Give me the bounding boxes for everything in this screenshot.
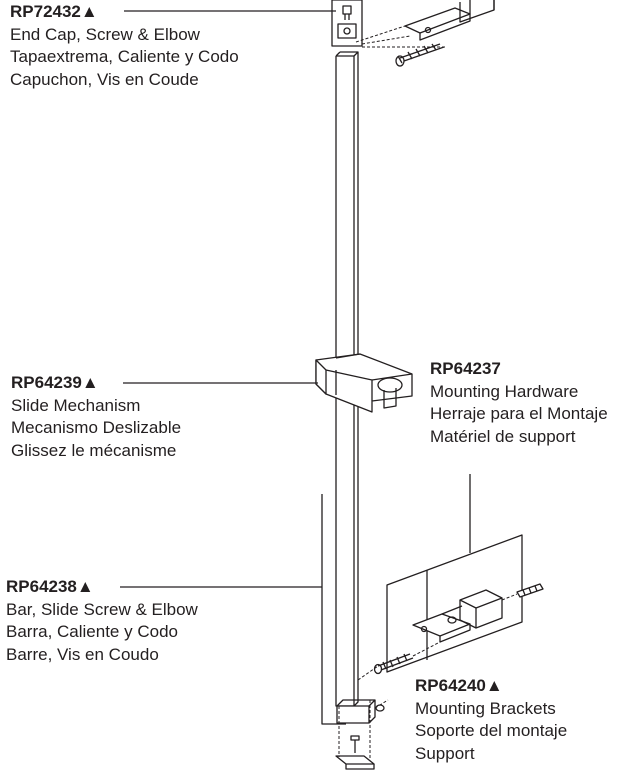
- lower-screw: [357, 641, 441, 681]
- top-end-cap-assembly: [331, 0, 363, 47]
- callout-hardware: RP64237 Mounting Hardware Herraje para e…: [430, 358, 608, 448]
- desc-slide-en: Slide Mechanism: [11, 395, 141, 415]
- part-number-bar: RP64238▲: [6, 577, 94, 596]
- desc-hardware-es: Herraje para el Montaje: [430, 404, 608, 423]
- part-number-end-cap: RP72432▲: [10, 2, 98, 21]
- callout-brackets: RP64240▲ Mounting Brackets Soporte del m…: [415, 675, 567, 765]
- slide-mechanism: [315, 353, 413, 413]
- desc-end-cap-es: Tapaextrema, Caliente y Codo: [10, 47, 239, 66]
- desc-bar-fr: Barre, Vis en Coudo: [6, 644, 159, 664]
- part-number-hardware: RP64237: [430, 359, 501, 378]
- desc-hardware-fr: Matériel de support: [430, 426, 576, 446]
- mounting-hardware-panel: [386, 534, 523, 673]
- top-mounting-bracket: [404, 0, 495, 41]
- callout-end-cap: RP72432▲ End Cap, Screw & Elbow Tapaextr…: [10, 1, 239, 91]
- desc-hardware-en: Mounting Hardware: [430, 381, 579, 401]
- part-number-brackets: RP64240▲: [415, 676, 503, 695]
- desc-brackets-fr: Support: [415, 743, 475, 763]
- desc-end-cap-fr: Capuchon, Vis en Coude: [10, 69, 199, 89]
- callout-bar: RP64238▲ Bar, Slide Screw & Elbow Barra,…: [6, 576, 198, 666]
- desc-bar-es: Barra, Caliente y Codo: [6, 622, 178, 641]
- desc-bar-en: Bar, Slide Screw & Elbow: [6, 599, 198, 619]
- lower-mounting-bracket: [412, 589, 503, 643]
- callout-leaders: [120, 10, 471, 725]
- bottom-end-cap-assembly: [335, 699, 389, 770]
- part-number-slide: RP64239▲: [11, 373, 99, 392]
- callout-slide: RP64239▲ Slide Mechanism Mecanismo Desli…: [11, 372, 181, 462]
- desc-brackets-en: Mounting Brackets: [415, 698, 556, 718]
- desc-brackets-es: Soporte del montaje: [415, 721, 568, 740]
- wall-anchor: [501, 583, 544, 601]
- desc-end-cap-en: End Cap, Screw & Elbow: [10, 24, 200, 44]
- top-screw: [395, 43, 445, 67]
- desc-slide-es: Mecanismo Deslizable: [11, 418, 182, 437]
- desc-slide-fr: Glissez le mécanisme: [11, 440, 177, 460]
